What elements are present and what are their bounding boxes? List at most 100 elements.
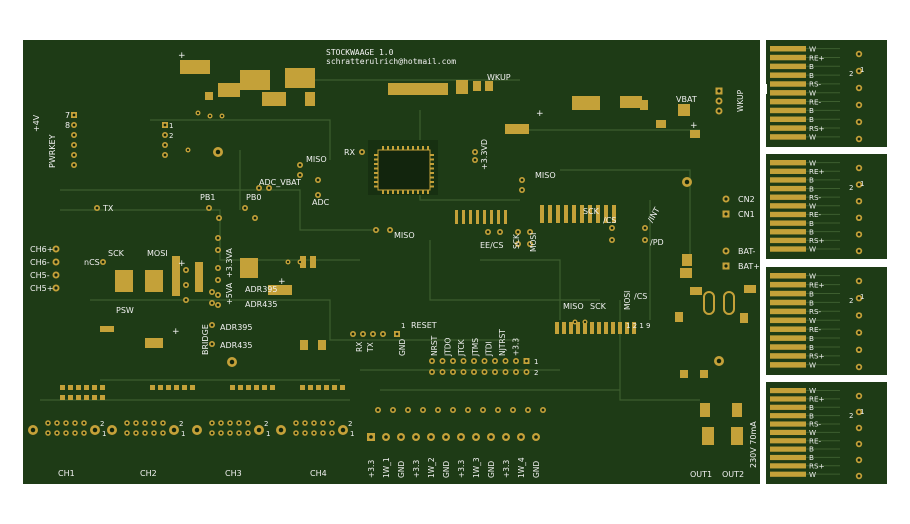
- smd-pad: [680, 370, 688, 378]
- smd-pad: [68, 395, 73, 400]
- drill-hole: [278, 427, 284, 433]
- notch: [869, 375, 887, 382]
- tab-pin-1: 1: [860, 408, 864, 416]
- finger: [770, 185, 806, 192]
- drill-hole: [210, 421, 214, 425]
- drill-hole: [216, 303, 220, 307]
- drill-hole: [857, 166, 861, 170]
- label-cs-bot: /CS: [634, 292, 647, 301]
- drill-hole: [857, 52, 861, 56]
- drill-hole: [857, 313, 861, 317]
- drill-hole: [217, 216, 221, 220]
- cpu-pin: [430, 185, 434, 188]
- label-mosi-bot: MOSI: [623, 291, 632, 310]
- drill-hole: [514, 370, 518, 374]
- label-sck-right: SCK: [583, 207, 600, 216]
- smd-pad: [240, 70, 270, 90]
- drill-hole: [857, 458, 861, 462]
- loadcell-row-label: B: [809, 62, 814, 71]
- drill-hole: [481, 408, 485, 412]
- drill-hole: [462, 370, 465, 374]
- finger: [770, 299, 806, 306]
- loadcell-row-label: W: [809, 428, 816, 437]
- label-tx: TX: [102, 204, 114, 213]
- drill-hole: [430, 359, 434, 363]
- tab-pin-1: 1: [860, 66, 864, 74]
- label-miso-cpu: MISO: [394, 231, 415, 240]
- drill-hole: [610, 226, 614, 230]
- smd-pad: [680, 268, 692, 278]
- finger: [770, 125, 806, 131]
- finger: [770, 335, 806, 341]
- drill-hole: [321, 431, 325, 435]
- finger: [770, 463, 806, 469]
- drill-hole: [496, 408, 500, 412]
- drill-hole: [724, 212, 728, 216]
- label-hdr-2: 2: [534, 369, 538, 377]
- drill-hole: [229, 359, 235, 365]
- drill-hole: [64, 421, 68, 425]
- finger: [770, 107, 806, 114]
- drill-hole: [489, 435, 493, 439]
- jtag-label: JTDO: [444, 337, 453, 357]
- drill-hole: [216, 293, 220, 297]
- label-bat-plus: BAT+: [738, 262, 760, 271]
- drill-hole: [351, 332, 355, 336]
- bottom-pin-label: 1W_2: [427, 457, 436, 478]
- drill-hole: [514, 359, 518, 363]
- drill-hole: [504, 370, 507, 374]
- drill-hole: [143, 421, 147, 425]
- drill-hole: [857, 216, 861, 220]
- label-adc: ADC: [312, 198, 330, 207]
- label-plus4v: +4V: [32, 114, 41, 132]
- smd-pad: [308, 385, 313, 390]
- finger: [770, 46, 806, 52]
- label-hdr-1: 1: [534, 358, 538, 366]
- drill-hole: [516, 242, 520, 246]
- ch-pin-1: 1: [350, 430, 354, 438]
- drill-hole: [196, 111, 200, 115]
- oval-pad: [723, 291, 735, 315]
- cpu-pin: [407, 146, 409, 150]
- drill-hole: [391, 408, 395, 412]
- drill-hole: [857, 394, 861, 398]
- smd-pad: [238, 385, 243, 390]
- smd-pad: [254, 385, 259, 390]
- smd-pad: [100, 326, 114, 332]
- smd-pad: [620, 96, 642, 108]
- finger: [770, 211, 806, 218]
- drill-hole: [294, 431, 298, 435]
- finger: [770, 81, 806, 87]
- finger: [770, 63, 806, 70]
- smd-pad: [310, 256, 316, 268]
- finger: [770, 317, 806, 324]
- loadcell-row-label: W: [809, 361, 816, 370]
- smd-pad: [476, 210, 479, 224]
- drill-hole: [716, 358, 722, 364]
- drill-hole: [857, 103, 861, 107]
- ch-pin-1: 1: [102, 430, 106, 438]
- smd-pad: [556, 205, 560, 223]
- smd-pad: [318, 340, 326, 350]
- drill-hole: [528, 230, 532, 234]
- drill-hole: [257, 186, 261, 190]
- drill-hole: [534, 435, 538, 439]
- loadcell-row-label: RE-: [809, 436, 822, 445]
- smd-pad: [230, 385, 235, 390]
- finger: [770, 98, 806, 105]
- ch-pin-2: 2: [348, 420, 352, 428]
- drill-hole: [72, 133, 76, 137]
- loadcell-row-label: B: [809, 334, 814, 343]
- drill-hole: [857, 69, 861, 73]
- drill-hole: [472, 359, 476, 363]
- drill-hole: [724, 197, 728, 201]
- loadcell-row-label: W: [809, 386, 816, 395]
- finger: [770, 471, 806, 477]
- drill-hole: [163, 133, 167, 137]
- cpu-pin: [417, 190, 419, 194]
- cpu-pin: [427, 190, 429, 194]
- label-ch5p: CH5+: [30, 284, 53, 293]
- label-ch5m: CH5-: [30, 271, 50, 280]
- finger: [770, 90, 806, 96]
- label-sck-bot: SCK: [590, 302, 607, 311]
